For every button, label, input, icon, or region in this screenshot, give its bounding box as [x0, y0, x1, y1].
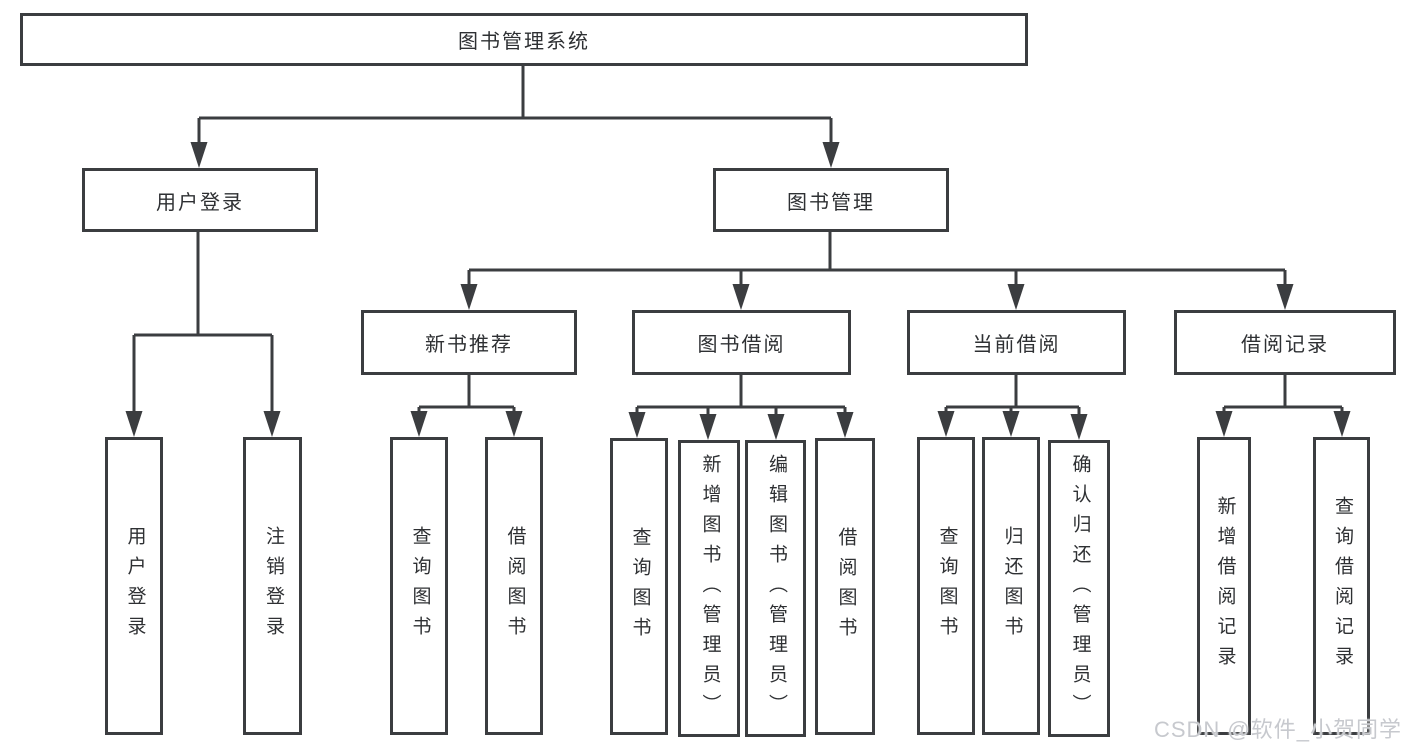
node-book-management: 图书管理 [713, 168, 949, 232]
leaf-logout: 注销登录 [243, 437, 302, 735]
node-label: 编辑图书（管理员） [765, 453, 787, 724]
node-label: 新增借阅记录 [1214, 496, 1236, 676]
leaf-records-add-record: 新增借阅记录 [1197, 437, 1251, 735]
node-book-borrowing: 图书借阅 [632, 310, 851, 375]
node-label: 新书推荐 [425, 334, 513, 356]
node-label: 查询图书 [409, 526, 431, 646]
node-label: 当前借阅 [972, 334, 1061, 356]
leaf-borrowing-query-books: 查询图书 [610, 438, 668, 735]
node-label: 图书借阅 [697, 334, 786, 356]
arrowhead-icons [125, 142, 1351, 440]
leaf-recommend-query-books: 查询图书 [390, 437, 448, 735]
node-label: 注销登录 [262, 526, 284, 646]
leaf-user-login: 用户登录 [105, 437, 163, 735]
node-label: 查询图书 [936, 526, 958, 646]
leaf-current-return-books: 归还图书 [982, 437, 1040, 735]
node-label: 查询图书 [629, 526, 651, 647]
leaf-borrowing-borrow-books: 借阅图书 [815, 438, 875, 735]
node-label: 归还图书 [1001, 526, 1023, 646]
node-label: 借阅记录 [1241, 334, 1329, 356]
leaf-recommend-borrow-books: 借阅图书 [485, 437, 543, 735]
node-user-login: 用户登录 [82, 168, 318, 232]
leaf-borrowing-add-books-admin: 新增图书（管理员） [678, 440, 740, 737]
node-current-borrowing: 当前借阅 [907, 310, 1126, 375]
node-library-system: 图书管理系统 [20, 13, 1028, 66]
node-label: 新增图书（管理员） [699, 453, 721, 724]
node-borrowing-records: 借阅记录 [1174, 310, 1396, 375]
node-label: 确认归还（管理员） [1069, 453, 1091, 724]
node-new-book-recommend: 新书推荐 [361, 310, 577, 375]
leaf-borrowing-edit-books-admin: 编辑图书（管理员） [745, 440, 806, 737]
node-label: 借阅图书 [504, 526, 526, 646]
node-label: 图书管理系统 [458, 31, 590, 53]
node-label: 用户登录 [124, 526, 146, 646]
csdn-watermark: CSDN @软件_小贺同学 [1153, 717, 1402, 742]
leaf-current-query-books: 查询图书 [917, 437, 975, 735]
leaf-records-query-record: 查询借阅记录 [1313, 437, 1370, 735]
leaf-current-confirm-return-admin: 确认归还（管理员） [1048, 440, 1110, 737]
node-label: 查询借阅记录 [1331, 496, 1353, 676]
node-label: 借阅图书 [835, 526, 857, 647]
node-label: 用户登录 [156, 191, 244, 214]
node-label: 图书管理 [787, 191, 875, 214]
